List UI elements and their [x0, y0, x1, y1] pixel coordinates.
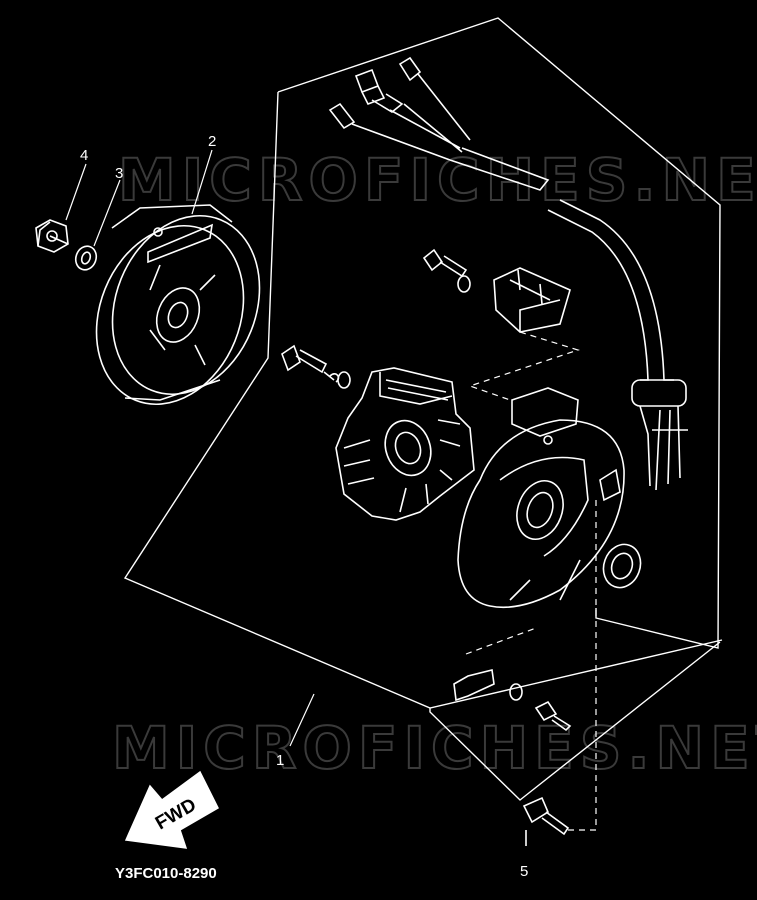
callout-1: 1 — [276, 752, 284, 769]
base-plate — [457, 387, 625, 609]
callout-4: 4 — [80, 147, 88, 164]
connector-block — [422, 248, 571, 333]
drawing-code: Y3FC010-8290 — [115, 865, 217, 882]
callout-3: 3 — [115, 165, 123, 182]
nut — [35, 219, 69, 253]
oil-seal — [602, 543, 642, 589]
stator-coil — [335, 367, 475, 521]
assembly-guides — [465, 331, 597, 831]
washer — [74, 245, 98, 271]
watermark-bottom: MICROFICHES.NET — [112, 714, 757, 782]
stator-screw — [281, 344, 351, 389]
wire-clamp — [453, 669, 572, 732]
flywheel-rotor — [95, 204, 261, 406]
bottom-screw — [522, 796, 570, 846]
wire-harness — [328, 56, 688, 491]
forward-direction-arrow: FWD — [124, 770, 219, 849]
callout-2: 2 — [208, 133, 216, 150]
callout-1-leader — [289, 693, 315, 747]
callout-leaders-top — [65, 149, 213, 247]
watermark-top: MICROFICHES.NET — [118, 146, 757, 214]
callout-5: 5 — [520, 863, 528, 880]
assembly-outline — [123, 17, 723, 801]
